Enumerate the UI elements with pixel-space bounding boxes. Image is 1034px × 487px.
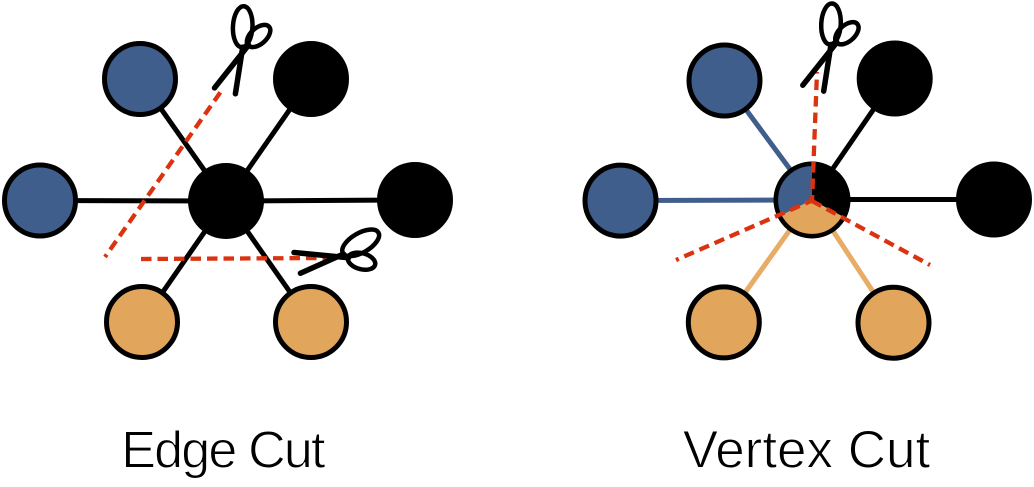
svg-text:Edge Cut: Edge Cut <box>121 422 326 480</box>
svg-text:Vertex Cut: Vertex Cut <box>683 421 931 480</box>
